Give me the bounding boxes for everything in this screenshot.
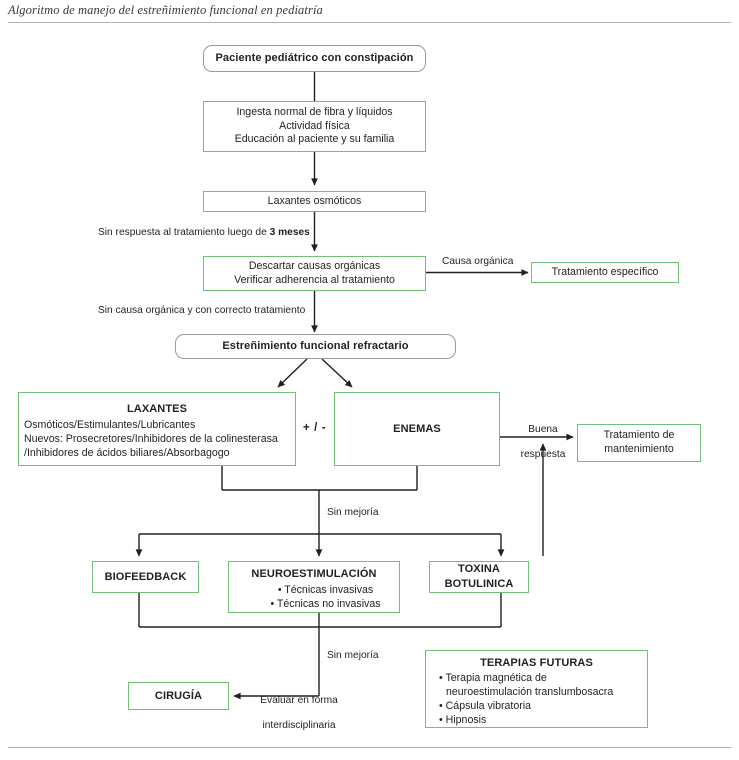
node-ruleout-line2: Verificar adherencia al tratamiento	[234, 273, 395, 286]
header-rule	[8, 22, 731, 23]
node-biofeedback-title: BIOFEEDBACK	[104, 570, 187, 583]
node-neurostimulation-bullet-2: • Técnicas no invasivas	[270, 597, 381, 610]
node-surgery[interactable]: CIRUGÍA	[128, 682, 229, 710]
node-specific-treatment[interactable]: Tratamiento específico	[531, 262, 679, 283]
edge-label-no-improvement-1: Sin mejoría	[327, 507, 379, 518]
edge-label-good-response-line1: Buena	[528, 423, 558, 435]
node-lifestyle-line1: Ingesta normal de fibra y líquidos	[236, 105, 393, 118]
node-neurostimulation-title: NEUROESTIMULACIÓN	[251, 568, 377, 581]
page-title: Algoritmo de manejo del estreñimiento fu…	[8, 3, 323, 17]
node-future-bullet-2: • Cápsula vibratoria	[439, 699, 532, 712]
node-osmotic-laxatives[interactable]: Laxantes osmóticos	[203, 191, 426, 212]
node-lifestyle-line2: Actividad física	[279, 119, 350, 132]
node-future-title: TERAPIAS FUTURAS	[480, 656, 593, 669]
node-botulinum-line1: TOXINA	[458, 563, 500, 576]
node-refractory[interactable]: Estreñimiento funcional refractario	[175, 334, 456, 359]
node-future-bullet-1b: neuroestimulación translumbosacra	[446, 685, 614, 698]
edge-label-no-improvement-2: Sin mejoría	[327, 650, 379, 661]
footer-rule	[8, 747, 731, 748]
node-botulinum-toxin[interactable]: TOXINA BOTULINICA	[429, 561, 529, 593]
edge-label-organic-cause: Causa orgánica	[442, 256, 514, 267]
node-specific-label: Tratamiento específico	[551, 265, 659, 278]
node-refractory-label: Estreñimiento funcional refractario	[222, 340, 409, 353]
node-laxatives-title: LAXANTES	[126, 403, 188, 416]
edge-label-no-response-bold: 3 meses	[269, 227, 310, 238]
node-neurostimulation-bullet-1: • Técnicas invasivas	[277, 583, 374, 596]
edge-label-no-response: Sin respuesta al tratamiento luego de 3 …	[98, 227, 310, 240]
node-future-bullet-3: • Hipnosis	[439, 713, 487, 726]
node-laxatives-line3: /Inhibidores de ácidos biliares/Absorbag…	[24, 446, 230, 459]
wire-refractory-to-enemas	[321, 358, 353, 388]
node-patient[interactable]: Paciente pediátrico con constipación	[203, 45, 426, 72]
node-maintenance[interactable]: Tratamiento de mantenimiento	[577, 424, 701, 462]
node-future-bullet-1a: • Terapia magnética de	[439, 671, 547, 684]
node-laxatives[interactable]: LAXANTES Osmóticos/Estimulantes/Lubrican…	[18, 392, 296, 466]
node-ruleout-line1: Descartar causas orgánicas	[248, 259, 381, 272]
node-laxatives-line1: Osmóticos/Estimulantes/Lubricantes	[24, 418, 196, 431]
node-lifestyle-line3: Educación al paciente y su familia	[234, 133, 395, 146]
node-surgery-title: CIRUGÍA	[154, 689, 203, 702]
node-maintenance-line2: mantenimiento	[604, 443, 674, 455]
edge-label-no-response-text: Sin respuesta al tratamiento luego de	[98, 227, 270, 238]
node-neurostimulation[interactable]: NEUROESTIMULACIÓN • Técnicas invasivas •…	[228, 561, 400, 613]
node-enemas-title: ENEMAS	[393, 422, 441, 435]
edge-label-good-response: Buena respuesta	[505, 411, 581, 475]
edge-label-no-organic-cause: Sin causa orgánica y con correcto tratam…	[98, 305, 306, 316]
edge-label-interdisciplinary-line2: interdisciplinaria	[262, 720, 336, 732]
node-botulinum-line2: BOTULINICA	[444, 578, 514, 590]
node-biofeedback[interactable]: BIOFEEDBACK	[92, 561, 199, 593]
node-maintenance-line1: Tratamiento de	[603, 429, 675, 442]
node-lifestyle[interactable]: Ingesta normal de fibra y líquidos Activ…	[203, 101, 426, 152]
edge-label-good-response-line2: respuesta	[520, 449, 566, 461]
node-enemas[interactable]: ENEMAS	[334, 392, 500, 466]
node-patient-label: Paciente pediátrico con constipación	[215, 52, 414, 65]
node-future-therapies[interactable]: TERAPIAS FUTURAS • Terapia magnética de …	[425, 650, 648, 728]
node-rule-out-organic[interactable]: Descartar causas orgánicas Verificar adh…	[203, 256, 426, 291]
edge-label-interdisciplinary: Evaluar en forma interdisciplinaria	[244, 682, 354, 746]
edge-label-interdisciplinary-line1: Evaluar en forma	[260, 694, 338, 706]
node-laxatives-line2: Nuevos: Prosecretores/Inhibidores de la …	[24, 432, 278, 445]
edge-label-plus-minus: + / -	[303, 422, 327, 434]
node-osmotic-label: Laxantes osmóticos	[267, 194, 362, 207]
wire-refractory-to-laxatives	[277, 358, 308, 388]
